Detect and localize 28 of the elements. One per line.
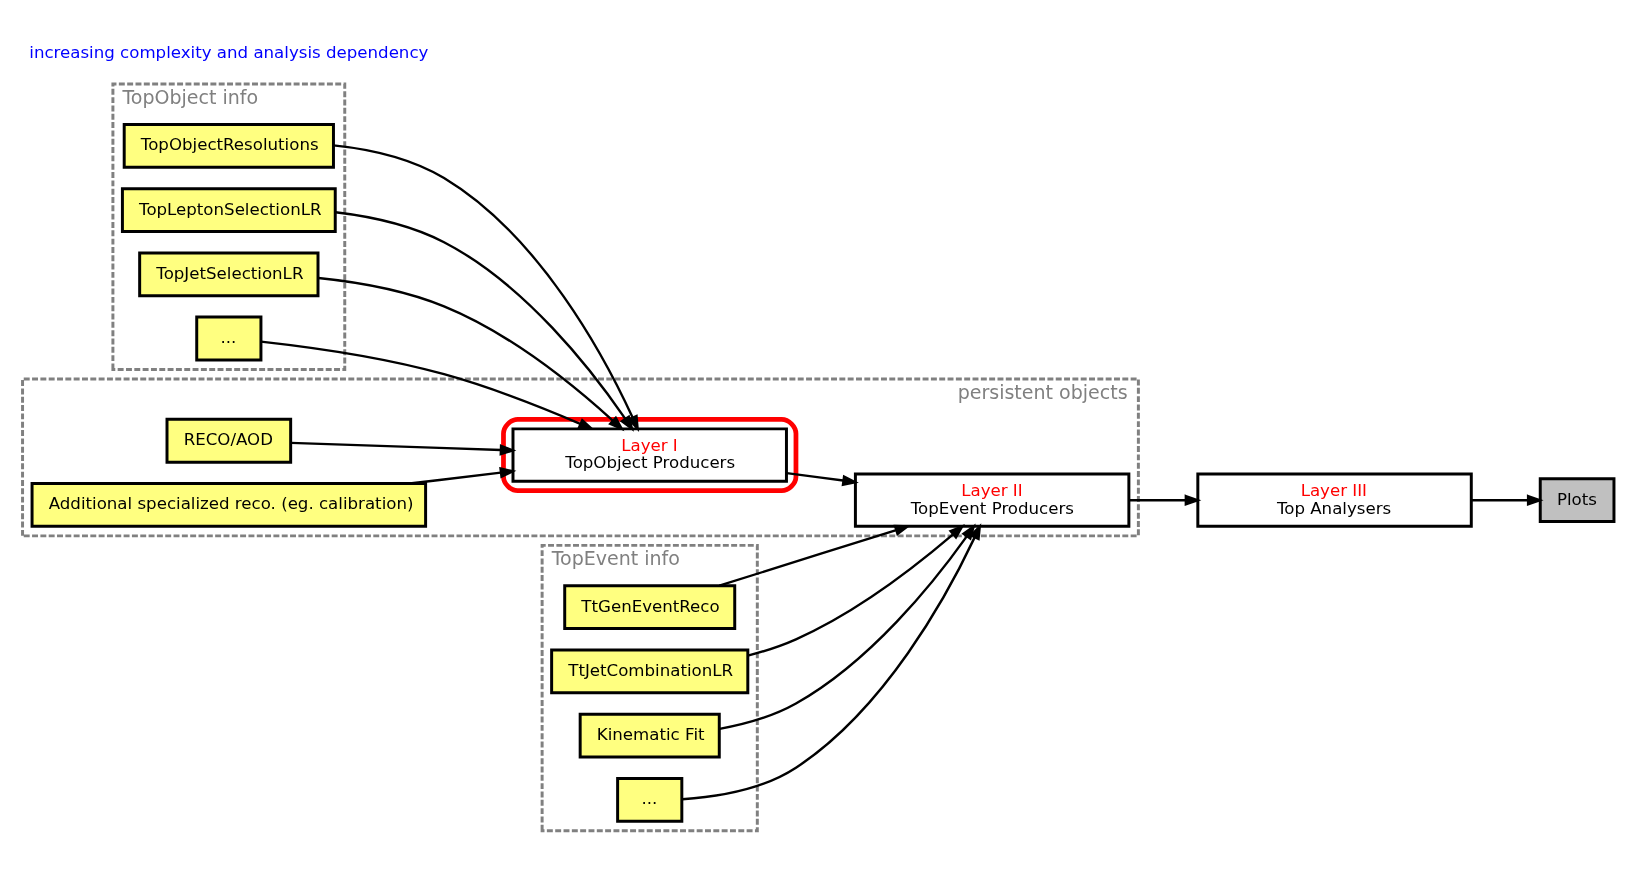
- node-box: Layer III Top Analysers: [1196, 472, 1473, 528]
- node-box: TopJetSelectionLR: [138, 250, 320, 297]
- arrow: [747, 523, 965, 657]
- node-box: TtGenEventReco: [563, 583, 737, 630]
- node-box: Plots: [1538, 476, 1616, 523]
- arrow: [719, 523, 976, 730]
- arrow: [318, 276, 625, 431]
- node-box: Layer II TopEvent Producers: [853, 472, 1131, 528]
- node-box: TopLeptonSelectionLR: [120, 186, 337, 233]
- arrow: [290, 441, 517, 456]
- node-box: ...: [195, 315, 263, 361]
- node-box: Layer I TopObject Producers: [511, 426, 788, 483]
- label: increasing complexity and analysis dependency: [29, 42, 429, 62]
- node-box: ...: [616, 776, 684, 823]
- arrow: [333, 143, 640, 432]
- arrow: [409, 466, 517, 485]
- arrow: [786, 471, 859, 486]
- node-box: Additional specialized reco. (eg. calibration): [30, 481, 428, 528]
- arrow: [682, 522, 982, 800]
- node-box: RECO/AOD: [165, 417, 293, 464]
- arrow: [260, 339, 595, 430]
- arrow: [718, 524, 912, 587]
- node-box: TtJetCombinationLR: [550, 648, 750, 694]
- node-box: TopObjectResolutions: [122, 122, 335, 169]
- node-box: Kinematic Fit: [578, 712, 721, 758]
- arrow: [335, 210, 635, 432]
- arrow: [1129, 493, 1202, 506]
- arrow: [1471, 493, 1544, 506]
